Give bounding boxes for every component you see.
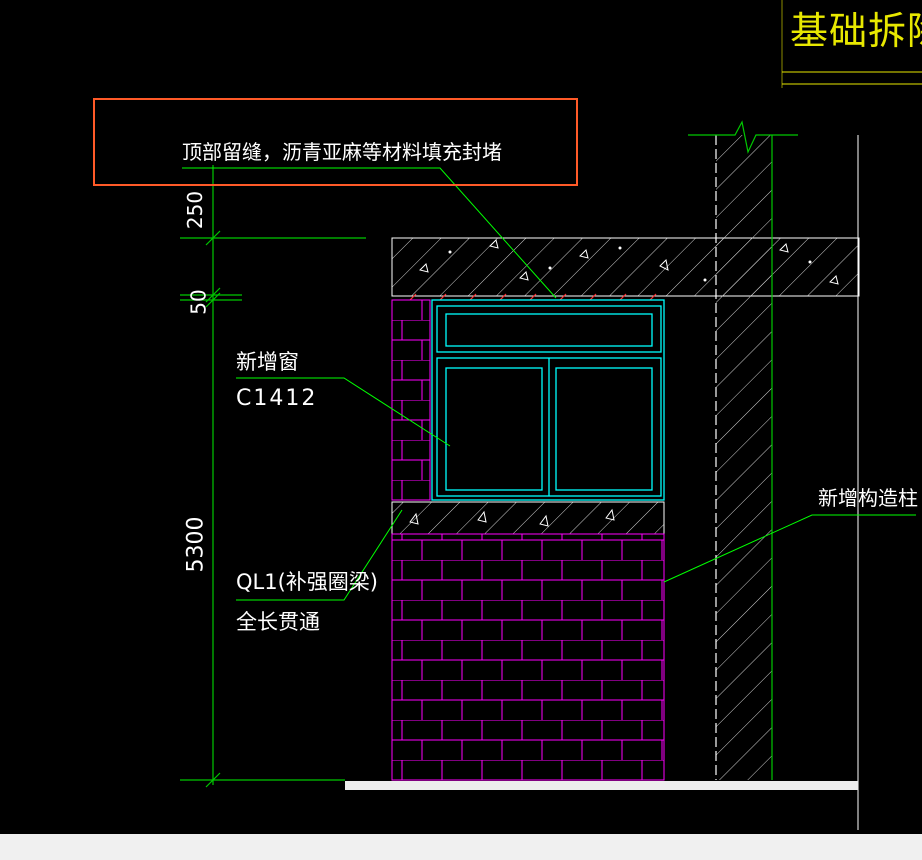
brick-infill-upper <box>391 299 431 501</box>
column-label: 新增构造柱 <box>818 486 918 510</box>
top-gap-seal <box>409 293 657 301</box>
leader-lines <box>182 167 916 601</box>
dimension-50: 50 <box>186 289 211 315</box>
dimension-5300: 5300 <box>183 516 209 573</box>
dimension-chain <box>180 165 366 788</box>
beam-label-line2: 全长贯通 <box>236 610 320 634</box>
status-bar <box>0 834 922 860</box>
concrete-slab <box>391 237 860 297</box>
drawing-title: 基础拆除 <box>790 9 922 53</box>
window-label-name: 新增窗 <box>236 350 299 374</box>
beam-label-line1: QL1(补强圈梁) <box>236 570 378 594</box>
floor-line <box>345 781 858 790</box>
cad-drawing-canvas <box>180 0 922 830</box>
brick-wall-lower <box>391 533 665 781</box>
title-rules <box>781 0 922 88</box>
top-gap-note: 顶部留缝，沥青亚麻等材料填充封堵 <box>182 140 502 164</box>
dimension-250: 250 <box>183 190 208 230</box>
ring-beam <box>391 501 665 535</box>
new-window <box>431 299 665 501</box>
existing-wall <box>688 120 859 830</box>
window-label-code: C1412 <box>236 386 318 411</box>
highlight-annotation-box <box>93 98 578 186</box>
